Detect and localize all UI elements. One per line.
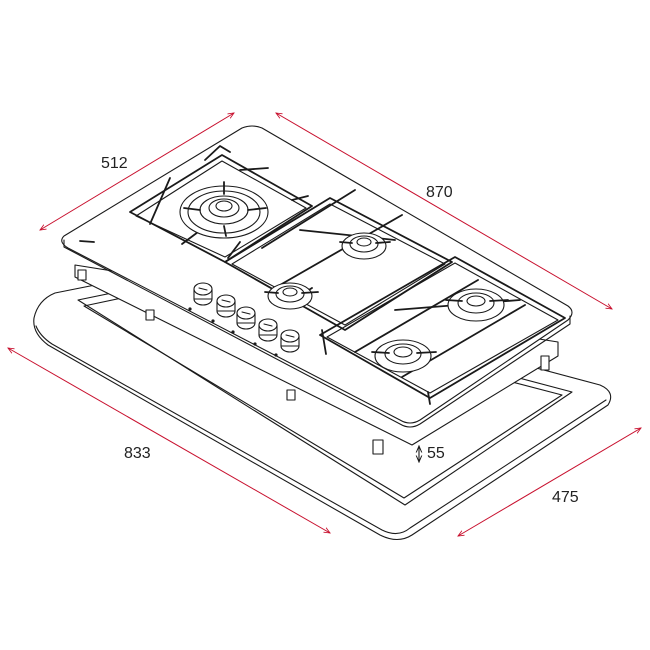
- hob-foot: [372, 439, 384, 455]
- dimension-label-height: 55: [427, 445, 445, 462]
- knob-indicator-dot: [253, 342, 257, 346]
- dimension-line-cutout-depth: [458, 428, 641, 536]
- dimension-label-width: 870: [426, 184, 453, 201]
- hob-glass-edge: [63, 239, 571, 428]
- knob: [258, 318, 278, 342]
- control-knobs: [188, 282, 300, 357]
- dimension-line-cutout-width: [8, 348, 330, 533]
- knob-indicator-dot: [211, 319, 215, 323]
- dimension-label-cutout-width: 833: [124, 445, 151, 462]
- hob-foot: [540, 355, 550, 371]
- knob: [193, 282, 213, 306]
- knob: [280, 329, 300, 353]
- hob-foot: [77, 269, 87, 281]
- dimension-labels: 512 870 833 475 55: [101, 155, 579, 506]
- burner-front-right: [371, 339, 437, 373]
- brand-logo-mark: [79, 240, 95, 243]
- hob-foot: [145, 309, 155, 321]
- knob-indicator-dot: [231, 330, 235, 334]
- dimension-lines: [8, 113, 641, 536]
- dimension-line-depth: [40, 113, 234, 230]
- dimension-label-depth: 512: [101, 155, 128, 172]
- dimension-line-width: [276, 113, 612, 309]
- dimension-label-cutout-depth: 475: [552, 489, 579, 506]
- knob: [216, 294, 236, 318]
- knob-indicator-dot: [274, 353, 278, 357]
- cutout-frame-lip: [35, 325, 607, 535]
- knob: [236, 306, 256, 330]
- knob-indicator-dot: [188, 307, 192, 311]
- hob-foot: [286, 389, 296, 401]
